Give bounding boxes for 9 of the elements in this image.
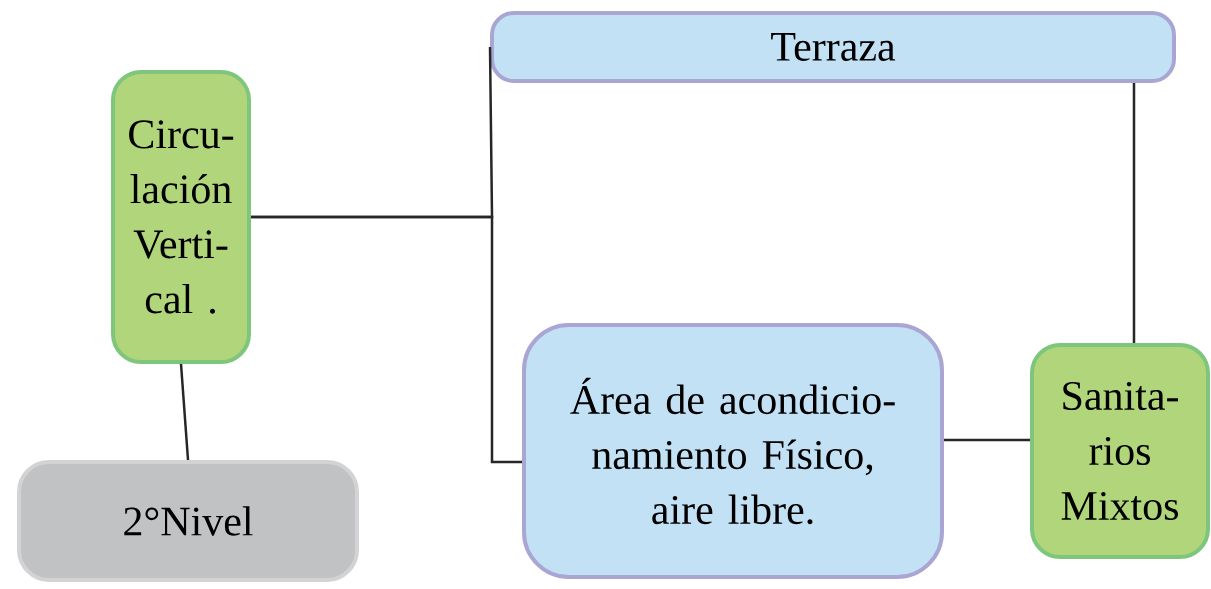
connector-line — [251, 215, 522, 464]
process-box: 2°Nivel — [17, 460, 359, 582]
process-box: Sanita- rios Mixtos — [1030, 343, 1210, 559]
connector-line — [944, 438, 1030, 442]
banner-box: Terraza — [490, 11, 1176, 83]
connector-line — [179, 363, 190, 461]
process-box: Área de acondicio- namiento Físico, aire libre. — [522, 323, 944, 579]
connector-line — [1132, 83, 1136, 343]
process-box: Circu- lación Verti- cal . — [111, 70, 251, 364]
